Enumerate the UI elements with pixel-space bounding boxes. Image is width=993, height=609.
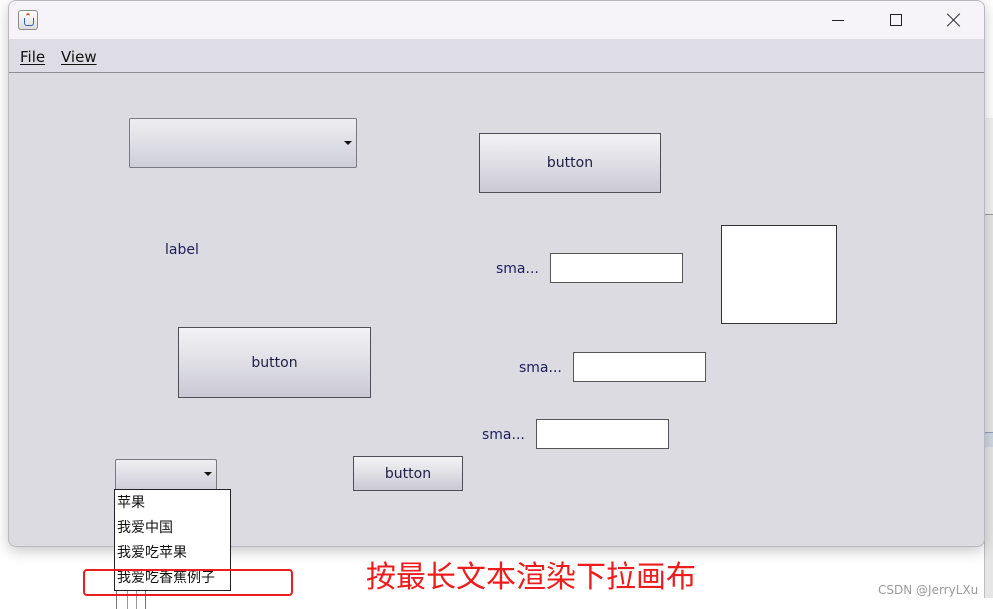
highlight-box xyxy=(83,569,293,596)
dropdown-arrow-icon xyxy=(344,141,352,145)
watermark: CSDN @JerryLXu xyxy=(878,583,979,597)
dropdown-item[interactable]: 我爱吃香蕉例子 xyxy=(117,570,215,586)
dropdown-item[interactable]: 苹果 xyxy=(117,495,145,511)
field-label-2: sma... xyxy=(519,360,562,376)
button-middle[interactable]: button xyxy=(178,327,371,398)
maximize-icon xyxy=(890,14,902,26)
combo-box-bottom[interactable] xyxy=(115,459,217,491)
app-window: File View button label sma... button sma… xyxy=(8,0,985,547)
combo-box-top[interactable] xyxy=(129,118,357,168)
menu-file[interactable]: File xyxy=(20,48,46,66)
field-label-3: sma... xyxy=(482,427,525,443)
minimize-button[interactable] xyxy=(809,1,867,39)
text-field-1[interactable] xyxy=(550,253,683,283)
button-bottom[interactable]: button xyxy=(353,456,463,491)
annotation-text: 按最长文本渲染下拉画布 xyxy=(366,560,696,595)
title-bar[interactable] xyxy=(9,1,984,39)
background-scrollbar xyxy=(116,586,146,609)
java-app-icon[interactable] xyxy=(18,10,38,30)
dropdown-arrow-icon xyxy=(204,472,212,476)
text-field-2[interactable] xyxy=(573,352,706,382)
dropdown-item[interactable]: 我爱中国 xyxy=(117,520,173,536)
maximize-button[interactable] xyxy=(867,1,925,39)
close-button[interactable] xyxy=(925,1,983,39)
background-window-edge xyxy=(984,118,993,598)
button-top[interactable]: button xyxy=(479,133,661,193)
minimize-icon xyxy=(832,19,844,21)
text-field-3[interactable] xyxy=(536,419,669,449)
label-text: label xyxy=(165,242,199,258)
field-label-1: sma... xyxy=(496,261,539,277)
dropdown-list: 苹果 我爱中国 我爱吃苹果 我爱吃香蕉例子 xyxy=(114,489,231,591)
close-icon xyxy=(947,13,961,27)
dropdown-item[interactable]: 我爱吃苹果 xyxy=(117,545,187,561)
blank-panel xyxy=(721,225,837,324)
menu-bar: File View xyxy=(9,39,984,73)
menu-view[interactable]: View xyxy=(61,48,97,66)
